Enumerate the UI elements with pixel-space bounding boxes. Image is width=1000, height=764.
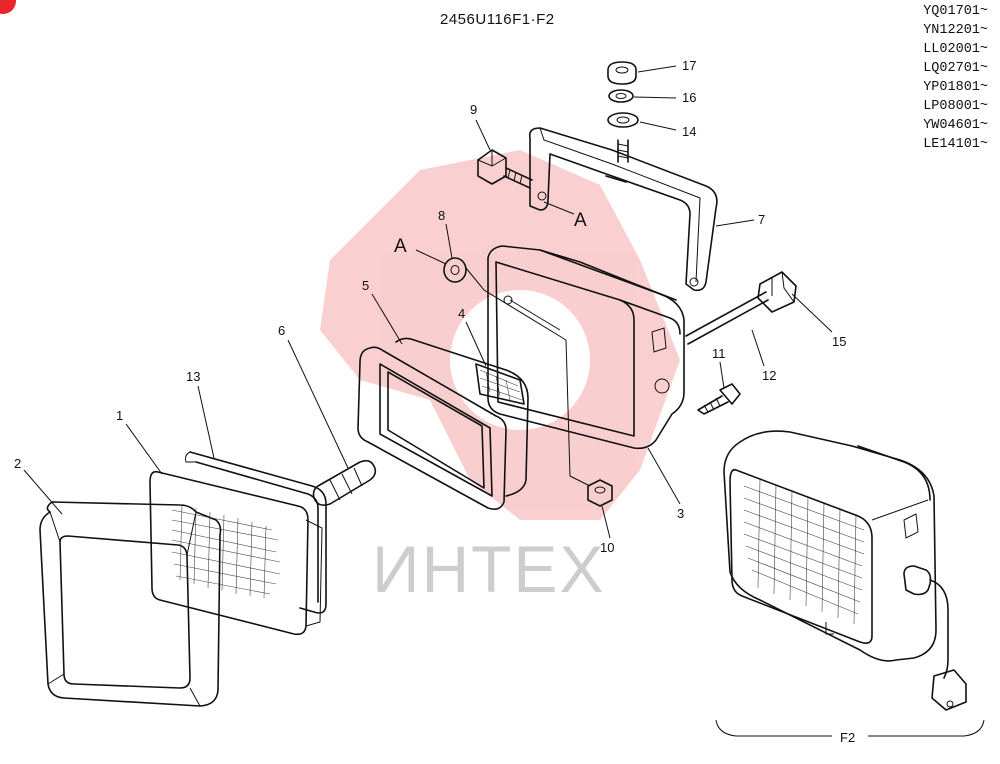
callout-f2: F2 [840,730,855,745]
callout-a-right: A [574,210,587,231]
part-7-bracket [528,127,718,292]
callout-2: 2 [14,456,21,471]
part-8-washer [443,257,467,283]
part-10-nut [587,479,613,507]
callout-7: 7 [758,212,765,227]
callout-17: 17 [682,58,696,73]
callout-a-left: A [394,236,407,257]
stud-bolt [617,139,629,163]
part-6-bulb [312,459,377,506]
callout-15: 15 [832,334,846,349]
f2-group-bracket [715,719,985,737]
callout-12: 12 [762,368,776,383]
callout-10: 10 [600,540,614,555]
serial-number: LE14101~ [923,137,988,152]
serial-number: YW04601~ [923,118,988,133]
callout-8: 8 [438,208,445,223]
serial-number: LQ02701~ [923,61,988,76]
part-12-cable [685,291,769,345]
callout-1: 1 [116,408,123,423]
callout-4: 4 [458,306,465,321]
watermark-gear-hub [450,290,590,430]
part-16-lock-washer [608,89,634,103]
part-11-screw [697,383,741,415]
watermark-gear-shape [320,150,680,520]
part-9-bolt [477,149,533,189]
serial-number: YN12201~ [923,23,988,38]
part-1-lens [149,470,323,636]
part-17-nut [607,61,637,85]
watermark-text: ИНТЕХ [372,532,605,606]
callout-16: 16 [682,90,696,105]
leader-lines [23,65,833,539]
part-14-washer [607,112,639,128]
diagram-title: 2456U116F1·F2 [440,11,555,28]
serial-number: LL02001~ [923,42,988,57]
serial-number-list: YQ01701~ YN12201~ LL02001~ LQ02701~ YP01… [923,2,988,154]
callout-9: 9 [470,102,477,117]
callout-6: 6 [278,323,285,338]
callout-11: 11 [712,346,726,361]
part-3-housing [487,245,685,450]
part-15-connector [757,271,797,313]
part-5-reflector [357,337,529,510]
serial-number: YP01801~ [923,80,988,95]
part-2-bezel [39,501,222,707]
callout-5: 5 [362,278,369,293]
callout-13: 13 [186,369,200,384]
assembled-lamp-f2 [723,430,967,711]
part-13-gasket [185,451,327,614]
serial-number: YQ01701~ [923,4,988,19]
serial-number: LP08001~ [923,99,988,114]
callout-14: 14 [682,124,696,139]
callout-3: 3 [677,506,684,521]
assembly-guide-lines [465,267,591,487]
